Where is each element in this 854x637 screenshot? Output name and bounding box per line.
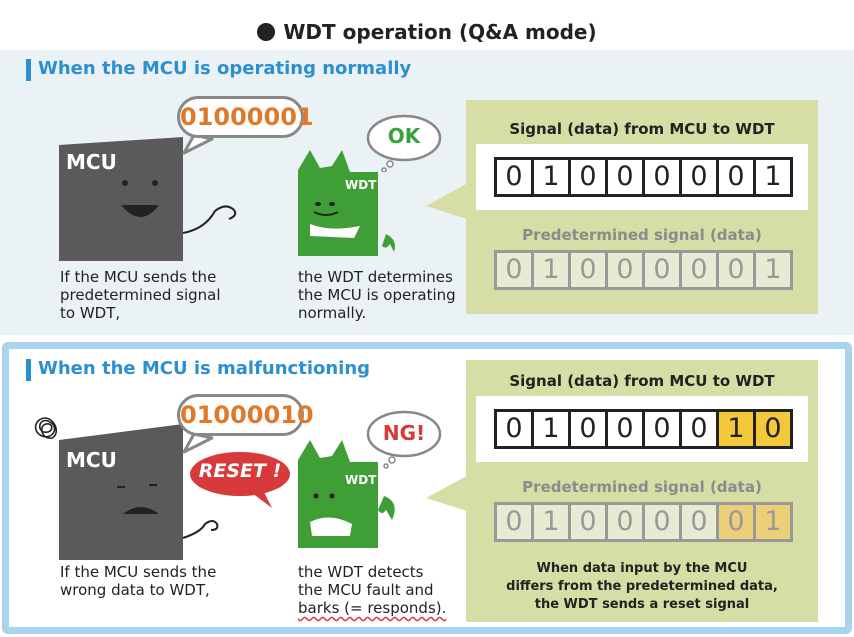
digit-cell: 0 (497, 505, 531, 539)
reset-bubble (190, 452, 290, 508)
digit-cell: 1 (534, 412, 568, 446)
digit-cell: 1 (534, 253, 568, 287)
digit-cell: 0 (645, 505, 679, 539)
mcu-speech-bubble-malfunction: 01000010 (177, 394, 314, 436)
wdt-description-malfunction: the WDT detects the MCU fault and barks … (298, 563, 446, 617)
mcu-speech-bubble-tail-2 (182, 432, 214, 454)
digit-cell: 0 (571, 160, 605, 194)
digit-cell: 0 (571, 412, 605, 446)
digit-cell: 0 (756, 412, 790, 446)
digit-cell: 1 (534, 160, 568, 194)
digit-cell: 0 (645, 160, 679, 194)
reset-text: RESET ! (198, 460, 282, 482)
digit-cell: 1 (719, 412, 753, 446)
digit-cell: 0 (608, 412, 642, 446)
digit-cell: 0 (497, 160, 531, 194)
wdt-desc-line: the WDT determines (298, 268, 453, 286)
mcu-label-malfunction: MCU (66, 448, 117, 472)
digit-cell: 0 (719, 160, 753, 194)
digit-cell: 0 (645, 412, 679, 446)
wdt-desc-line: the MCU fault and (298, 581, 434, 599)
mcu-character-normal (59, 137, 237, 261)
digit-cell: 1 (756, 505, 790, 539)
board-pointer-malfunction (426, 474, 470, 512)
title-text: WDT operation (Q&A mode) (283, 20, 597, 44)
wdt-dog-character-malfunction (298, 440, 395, 548)
wdt-desc-line: barks (= responds). (298, 599, 447, 617)
signal-title-malfunction: Signal (data) from MCU to WDT (509, 372, 775, 390)
mcu-character-malfunction (59, 424, 219, 560)
reset-note: When data input by the MCU differs from … (466, 560, 818, 614)
signal-title-normal: Signal (data) from MCU to WDT (509, 120, 775, 138)
normal-heading: When the MCU is operating normally (26, 58, 411, 81)
mcu-speech-bubble-normal: 01000001 (177, 96, 314, 138)
digit-cell: 0 (682, 505, 716, 539)
mcu-desc-line: If the MCU sends the (60, 563, 217, 581)
digit-cell: 0 (608, 253, 642, 287)
digit-cell: 0 (719, 505, 753, 539)
note-line: When data input by the MCU (536, 561, 748, 576)
note-line: the WDT sends a reset signal (534, 597, 750, 612)
malfunction-heading: When the MCU is malfunctioning (26, 358, 370, 381)
ng-thought-bubble (366, 410, 442, 469)
confused-scribble-icon (34, 417, 58, 439)
mcu-description-normal: If the MCU sends the predetermined signa… (60, 268, 221, 322)
wdt-desc-line: normally. (298, 304, 367, 322)
digit-cell: 0 (571, 253, 605, 287)
predetermined-title-normal: Predetermined signal (data) (522, 226, 762, 244)
digit-cell: 0 (608, 160, 642, 194)
ok-thought-bubble (366, 114, 442, 172)
mcu-label-normal: MCU (66, 150, 117, 174)
digit-cell: 0 (497, 412, 531, 446)
wdt-description-normal: the WDT determines the MCU is operating … (298, 268, 456, 322)
wdt-label-normal: WDT (345, 178, 377, 192)
predetermined-title-malfunction: Predetermined signal (data) (522, 478, 762, 496)
wdt-desc-line: the MCU is operating (298, 286, 456, 304)
wdt-label-malfunction: WDT (345, 473, 377, 487)
bullet-dot-icon (257, 23, 276, 41)
digit-cell: 1 (756, 253, 790, 287)
digit-cell: 0 (682, 253, 716, 287)
mcu-desc-line: wrong data to WDT, (60, 581, 210, 599)
page-title: WDT operation (Q&A mode) (0, 20, 854, 44)
digit-cell: 0 (682, 412, 716, 446)
board-pointer-normal (426, 182, 470, 220)
digit-cell: 1 (534, 505, 568, 539)
digit-cell: 0 (719, 253, 753, 287)
digit-cell: 0 (571, 505, 605, 539)
wdt-desc-line: the WDT detects (298, 563, 424, 581)
digit-cell: 0 (608, 505, 642, 539)
mcu-desc-line: to WDT, (60, 304, 121, 322)
mcu-desc-line: If the MCU sends the (60, 268, 217, 286)
note-line: differs from the predetermined data, (506, 579, 778, 594)
digit-cell: 0 (682, 160, 716, 194)
digit-cell: 0 (497, 253, 531, 287)
ok-text: OK (387, 124, 421, 148)
wdt-dog-character-normal (298, 150, 395, 256)
mcu-desc-line: predetermined signal (60, 286, 221, 304)
digit-cell: 1 (756, 160, 790, 194)
ng-text: NG! (382, 421, 426, 445)
mcu-description-malfunction: If the MCU sends the wrong data to WDT, (60, 563, 216, 599)
digit-cell: 0 (645, 253, 679, 287)
